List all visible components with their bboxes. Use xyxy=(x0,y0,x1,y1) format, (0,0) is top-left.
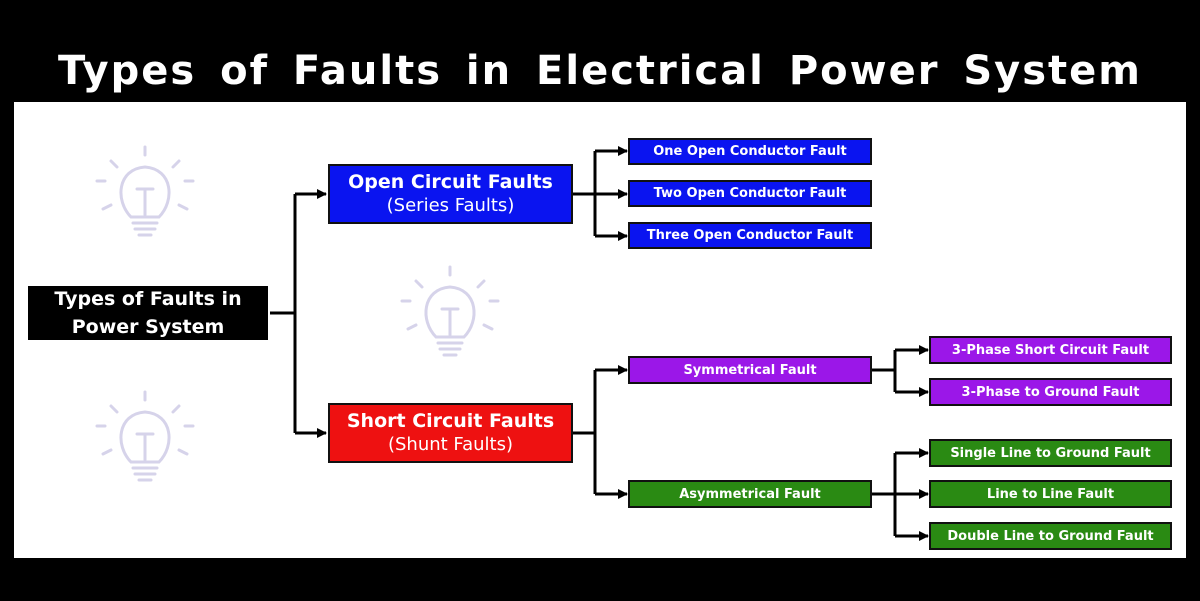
open-circuit-faults-node: Open Circuit Faults (Series Faults) xyxy=(328,164,573,224)
asymmetrical-fault-node: Asymmetrical Fault xyxy=(628,480,872,508)
root-line-1: Types of Faults in xyxy=(54,288,242,310)
light-bulb-icon xyxy=(400,265,500,357)
light-bulb-icon xyxy=(95,145,195,237)
three-phase-to-ground-fault: 3-Phase to Ground Fault xyxy=(929,378,1172,406)
line-to-line-fault: Line to Line Fault xyxy=(929,480,1172,508)
root-line-2: Power System xyxy=(71,316,225,338)
short-circuit-faults-node: Short Circuit Faults (Shunt Faults) xyxy=(328,403,573,463)
light-bulb-icon xyxy=(95,390,195,482)
double-line-to-ground-fault: Double Line to Ground Fault xyxy=(929,522,1172,550)
symmetrical-fault-node: Symmetrical Fault xyxy=(628,356,872,384)
title-bar: Types of Faults in Electrical Power Syst… xyxy=(14,42,1186,100)
two-open-conductor-fault: Two Open Conductor Fault xyxy=(628,180,872,207)
three-open-conductor-fault: Three Open Conductor Fault xyxy=(628,222,872,249)
page-title: Types of Faults in Electrical Power Syst… xyxy=(58,48,1142,94)
open-circuit-label: Open Circuit Faults xyxy=(348,171,553,193)
short-circuit-sub: (Shunt Faults) xyxy=(387,434,514,455)
short-circuit-label: Short Circuit Faults xyxy=(346,410,555,432)
single-line-to-ground-fault: Single Line to Ground Fault xyxy=(929,439,1172,467)
three-phase-short-circuit-fault: 3-Phase Short Circuit Fault xyxy=(929,336,1172,364)
open-circuit-sub: (Series Faults) xyxy=(386,195,515,216)
root-node: Types of Faults in Power System xyxy=(26,284,270,342)
one-open-conductor-fault: One Open Conductor Fault xyxy=(628,138,872,165)
